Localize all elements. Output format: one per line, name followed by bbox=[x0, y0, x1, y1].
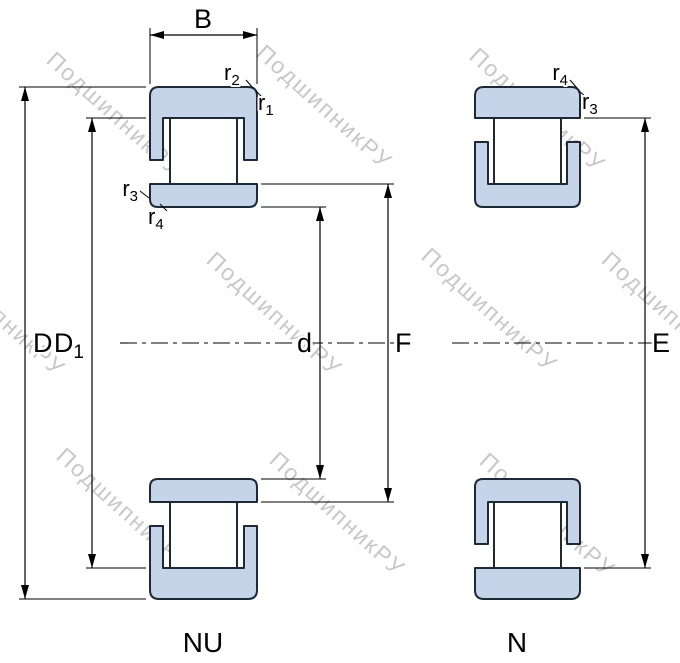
r4-label-right: r4 bbox=[552, 60, 568, 89]
r4-leader-right bbox=[569, 79, 578, 89]
r4-leader-left bbox=[159, 203, 168, 212]
watermark-text: ПодшипникРУ bbox=[597, 246, 680, 381]
n-outer-ring-bottom bbox=[474, 567, 581, 600]
dim-D1: D1 bbox=[51, 117, 146, 569]
dim-label-F: F bbox=[395, 328, 412, 358]
r1-label: r1 bbox=[258, 90, 274, 119]
dim-E: E bbox=[584, 117, 673, 569]
nu-designation: NU bbox=[183, 627, 223, 658]
r3-leader-left bbox=[139, 190, 150, 199]
n-radius-callouts: r4 r3 bbox=[550, 58, 599, 120]
r2-leader bbox=[245, 79, 254, 89]
n-roller-bottom bbox=[493, 501, 562, 569]
nu-roller-top bbox=[169, 117, 238, 185]
r3-leader-right bbox=[578, 90, 587, 98]
dim-B: B bbox=[149, 2, 258, 84]
dim-label-d: d bbox=[297, 328, 312, 358]
r2-label: r2 bbox=[224, 60, 240, 89]
nu-view: B D D1 d F bbox=[19, 2, 414, 658]
nu-outer-ring-bottom bbox=[149, 525, 258, 600]
n-bearing-section bbox=[474, 86, 581, 600]
r1-leader bbox=[255, 90, 264, 99]
nu-inner-ring-top bbox=[149, 183, 258, 208]
r3-label-right: r3 bbox=[582, 89, 598, 118]
n-view: E r4 r3 N bbox=[452, 58, 673, 658]
dim-d: d bbox=[261, 206, 326, 480]
watermark-text: ПодшипникРУ bbox=[417, 242, 563, 377]
watermark-text: ПодшипникРУ bbox=[202, 246, 348, 381]
n-roller-top bbox=[493, 117, 562, 185]
watermark-text: ПодшипникРУ bbox=[265, 446, 411, 581]
nu-roller-bottom bbox=[169, 501, 238, 569]
watermark-text: ПодшипникРУ bbox=[0, 246, 71, 381]
nu-inner-ring-bottom bbox=[149, 478, 258, 503]
n-outer-ring-top bbox=[474, 86, 581, 119]
nu-outer-ring-top bbox=[149, 86, 258, 161]
nu-bearing-section bbox=[149, 86, 258, 600]
n-designation: N bbox=[507, 627, 527, 658]
nu-radius-callouts: r2 r1 r3 r4 bbox=[120, 58, 275, 235]
dim-label-D1: D1 bbox=[54, 328, 84, 363]
dim-D: D bbox=[19, 86, 146, 600]
dim-label-E: E bbox=[652, 328, 670, 358]
r4-label-left: r4 bbox=[148, 204, 164, 233]
n-inner-ring-top bbox=[474, 141, 581, 208]
dim-label-D: D bbox=[33, 328, 53, 358]
dim-F: F bbox=[261, 183, 414, 503]
n-inner-ring-bottom bbox=[474, 478, 581, 545]
dim-label-B: B bbox=[194, 4, 212, 34]
r3-label-left: r3 bbox=[122, 176, 138, 205]
